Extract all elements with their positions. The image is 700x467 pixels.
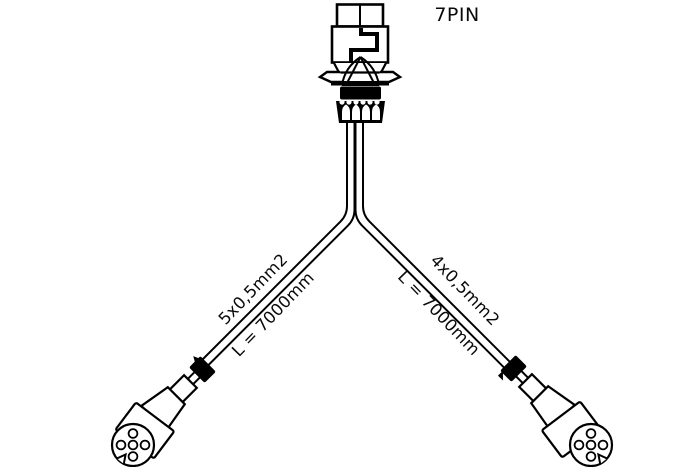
pin-hole [127, 428, 139, 439]
seven-pin-label: 7PIN [434, 4, 479, 26]
pin-hole [585, 428, 597, 439]
right-clamp-tip [497, 370, 503, 381]
plug-cone [341, 56, 380, 86]
left-connector-face [110, 422, 156, 467]
left-keyway-notch [116, 452, 127, 465]
pin-hole [139, 439, 151, 451]
plug-seal-band [340, 86, 381, 100]
left-clamp-tip [193, 356, 201, 364]
right-connector-face [568, 422, 614, 467]
right-connector [497, 355, 601, 458]
plug-wing-left [317, 70, 342, 84]
pin-hole [127, 439, 139, 451]
plug-grip-collar [336, 99, 385, 123]
pin-hole [115, 439, 127, 451]
left-cable-clamp-band [189, 356, 216, 383]
cable-right [354, 122, 518, 377]
plug-bayonet-slot [349, 28, 379, 62]
pin-hole [573, 439, 585, 451]
pin-hole [585, 439, 597, 451]
pin-hole [585, 451, 597, 462]
plug-flange [331, 81, 389, 86]
right-keyway-notch [597, 452, 608, 465]
seven-pin-plug [317, 3, 403, 123]
cable-left [192, 122, 356, 377]
pin-hole [597, 439, 609, 451]
plug-wing-right [378, 70, 403, 84]
plug-taper [333, 62, 387, 74]
right-cable-clamp-band [500, 355, 527, 382]
pin-hole [127, 451, 139, 462]
